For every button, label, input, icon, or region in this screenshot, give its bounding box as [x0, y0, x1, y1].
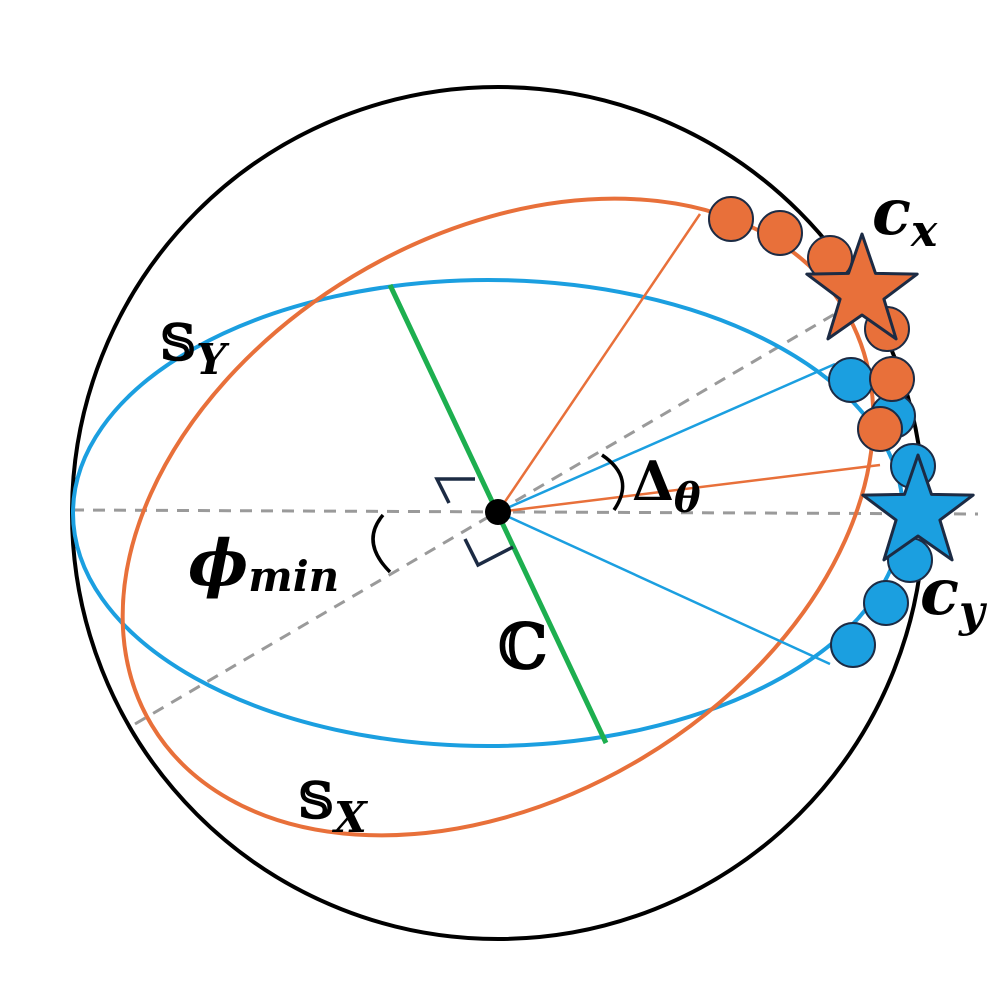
right-angle-marker-upper: [434, 477, 475, 504]
phi-min-arc: [371, 513, 392, 574]
label-s-x: 𝕊X: [298, 771, 368, 842]
blue-point: [830, 622, 876, 668]
orange-point: [869, 356, 915, 402]
blue-point: [863, 580, 909, 626]
delta-theta-arc: [601, 453, 625, 511]
orange-point: [757, 210, 803, 256]
c-x-star-marker: [805, 232, 919, 341]
orange-points: [708, 196, 915, 452]
orange-ray-upper: [496, 213, 702, 513]
orange-point: [857, 406, 903, 452]
orange-ray-lower: [497, 463, 881, 514]
label-c-y: cy: [920, 555, 988, 637]
blue-point: [828, 357, 874, 403]
equator-dashed-line: [71, 508, 979, 516]
blue-ray-upper: [497, 362, 836, 514]
label-delta-theta: Δθ: [632, 449, 701, 522]
label-axis-c: ℂ: [498, 610, 547, 683]
blue-ray-lower: [497, 510, 831, 666]
center-point: [485, 499, 511, 525]
orange-point: [708, 196, 754, 242]
label-phi-min: ϕmin: [188, 526, 339, 601]
label-c-x: cx: [872, 175, 938, 257]
right-angle-marker-lower: [463, 538, 514, 568]
c-y-star-marker: [861, 453, 975, 562]
label-s-y: 𝕊Y: [160, 313, 230, 384]
